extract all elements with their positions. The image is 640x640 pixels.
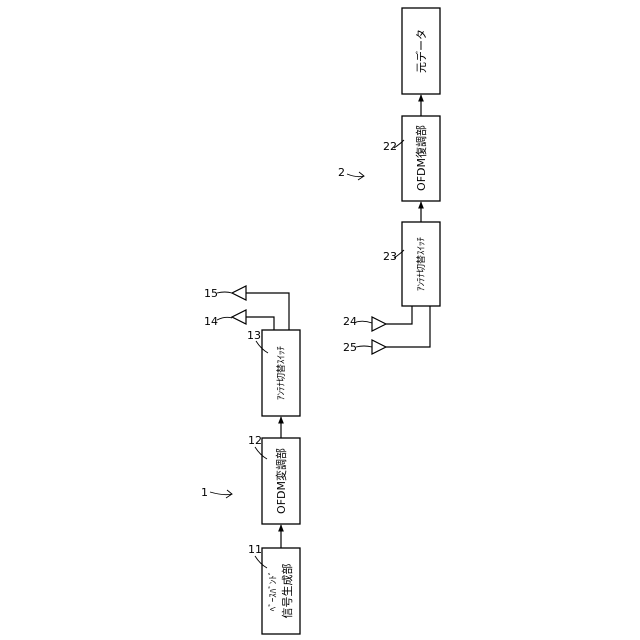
tx-antenna-14-leader [217, 317, 232, 320]
baseband-ref: 11 [248, 543, 262, 556]
ofdm-demod-label: OFDM復調部 [414, 125, 428, 191]
system-2-ref: 2 [338, 166, 345, 179]
rx-line-antenna-24 [386, 306, 412, 324]
system-2-leader [347, 172, 364, 180]
ofdm-demodulator-block: OFDM復調部 [402, 116, 440, 201]
original-data-label: 元データ [414, 29, 428, 73]
tx-antenna-14-ref: 14 [204, 315, 218, 328]
rx-antenna-24-ref: 24 [343, 315, 357, 328]
rx-antenna-24-icon [372, 317, 386, 331]
rx-antenna-switch-block: ｱﾝﾃﾅ切替ｽｲｯﾁ [402, 222, 440, 306]
rx-antenna-24-leader [356, 321, 372, 323]
tx-antenna-switch-block: ｱﾝﾃﾅ切替ｽｲｯﾁ [262, 330, 300, 416]
rx-switch-ref: 23 [383, 250, 397, 263]
original-data-block: 元データ [402, 8, 440, 94]
rx-line-antenna-25 [386, 306, 430, 347]
ofdm-mod-ref: 12 [248, 434, 262, 447]
transmitter-system: 1 ﾍﾞｰｽﾊﾞﾝﾄﾞ 信号生成部 11 OFDM変調部 12 ｱﾝﾃﾅ切替ｽｲ… [201, 286, 300, 634]
receiver-system: 2 24 25 ｱﾝﾃﾅ切替ｽｲｯﾁ 23 OFDM復調部 22 [338, 8, 440, 354]
ofdm-modulator-block: OFDM変調部 [262, 438, 300, 524]
tx-switch-label: ｱﾝﾃﾅ切替ｽｲｯﾁ [275, 346, 287, 401]
tx-line-antenna-15 [246, 293, 289, 330]
rx-antenna-25-icon [372, 340, 386, 354]
tx-antenna-15-ref: 15 [204, 287, 218, 300]
ofdm-demod-ref: 22 [383, 140, 397, 153]
system-1-ref: 1 [201, 486, 208, 499]
tx-antenna-15-icon [232, 286, 246, 300]
tx-antenna-14-icon [232, 310, 246, 324]
tx-switch-ref: 13 [247, 329, 261, 342]
baseband-label-line1: ﾍﾞｰｽﾊﾞﾝﾄﾞ [268, 571, 279, 612]
ofdm-mod-label: OFDM変調部 [274, 448, 288, 514]
tx-antenna-15-leader [217, 292, 232, 293]
baseband-label-line2: 信号生成部 [280, 564, 294, 619]
rx-antenna-25-ref: 25 [343, 341, 357, 354]
system-1-leader [210, 490, 232, 498]
rx-switch-label: ｱﾝﾃﾅ切替ｽｲｯﾁ [415, 237, 427, 292]
rx-antenna-25-leader [356, 346, 372, 347]
baseband-generator-block: ﾍﾞｰｽﾊﾞﾝﾄﾞ 信号生成部 [262, 548, 300, 634]
